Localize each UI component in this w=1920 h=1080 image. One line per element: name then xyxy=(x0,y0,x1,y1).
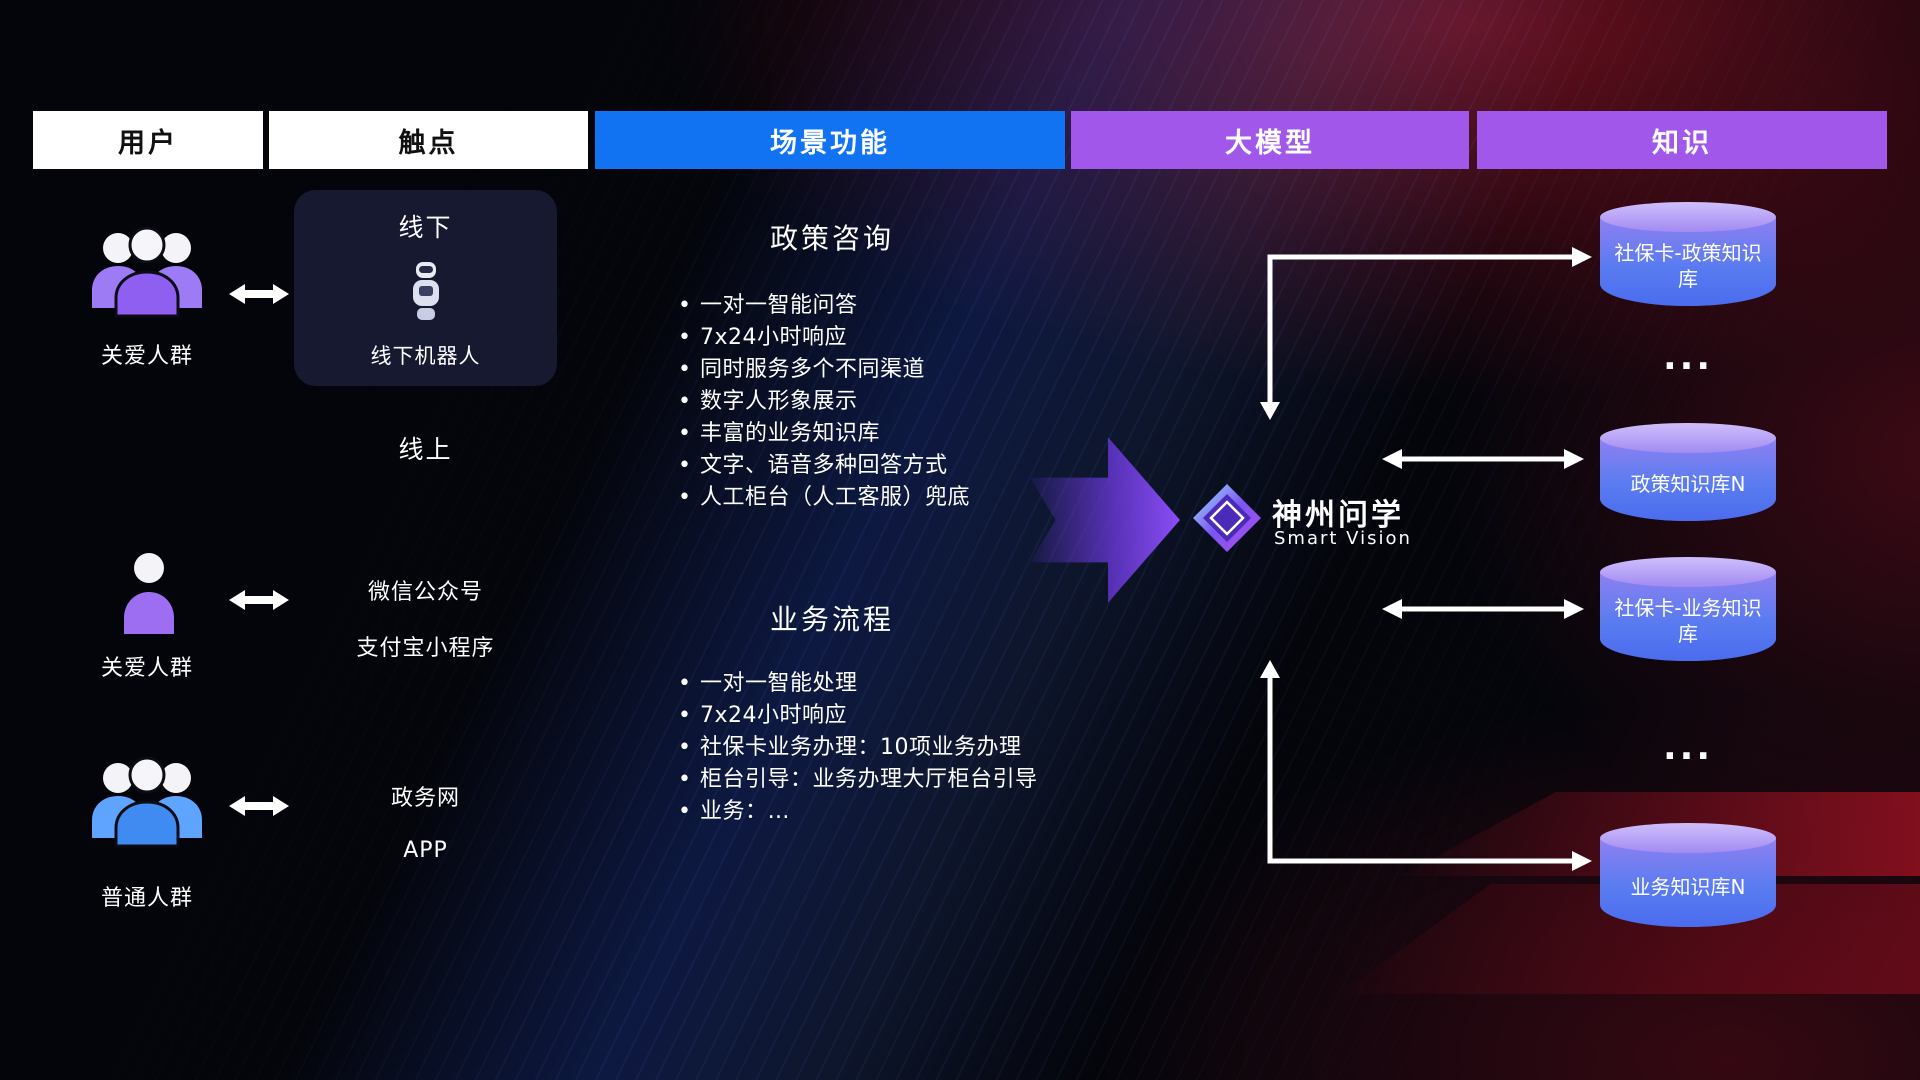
policy-section-title: 政策咨询 xyxy=(770,222,895,255)
policy-item: 人工柜台（人工客服）兜底 xyxy=(676,482,1156,514)
business-item: 一对一智能处理 xyxy=(676,668,1156,700)
channel-wechat: 微信公众号 xyxy=(367,580,483,605)
brand-name: 神州问学 xyxy=(1272,498,1404,533)
db-policy-n: 政策知识库N xyxy=(1600,423,1776,521)
offline-title: 线下 xyxy=(398,213,453,242)
db-business-n: 业务知识库N xyxy=(1600,823,1776,927)
ellipsis-dots: ... xyxy=(1662,337,1714,378)
robot-icon xyxy=(412,262,439,320)
bidirectional-arrow-icon xyxy=(229,796,289,816)
column-header-scene-functions: 场景功能 xyxy=(595,111,1065,169)
bidirectional-arrow-icon xyxy=(229,590,289,610)
policy-item: 丰富的业务知识库 xyxy=(676,418,1156,450)
bidirectional-arrow-icon xyxy=(229,284,289,304)
diamond-logo-icon xyxy=(1193,484,1261,552)
db-cylinder-top xyxy=(1600,557,1776,587)
header-label: 知识 xyxy=(1652,127,1712,159)
business-section-title: 业务流程 xyxy=(770,603,895,636)
policy-item-list: 一对一智能问答 7x24小时响应 同时服务多个不同渠道 数字人形象展示 丰富的业… xyxy=(676,290,1156,514)
business-item: 柜台引导：业务办理大厅柜台引导 xyxy=(676,764,1156,796)
business-item: 社保卡业务办理：10项业务办理 xyxy=(676,732,1156,764)
policy-item: 数字人形象展示 xyxy=(676,386,1156,418)
column-header-large-model: 大模型 xyxy=(1071,111,1469,169)
channel-alipay: 支付宝小程序 xyxy=(356,636,495,661)
policy-item: 一对一智能问答 xyxy=(676,290,1156,322)
column-header-touchpoints: 触点 xyxy=(269,111,588,169)
offline-touchpoint-card: 线下 线下机器人 xyxy=(294,190,557,386)
user-label-care-group-1: 关爱人群 xyxy=(100,344,193,369)
group-people-purple-icon xyxy=(92,226,202,318)
user-label-care-group-2: 关爱人群 xyxy=(100,656,193,681)
business-item-list: 一对一智能处理 7x24小时响应 社保卡业务办理：10项业务办理 柜台引导：业务… xyxy=(676,668,1156,828)
brand-subtitle: Smart Vision xyxy=(1274,528,1412,549)
policy-item: 文字、语音多种回答方式 xyxy=(676,450,1156,482)
column-header-knowledge: 知识 xyxy=(1477,111,1887,169)
db-social-business: 社保卡-业务知识库 xyxy=(1600,557,1776,661)
header-label: 大模型 xyxy=(1225,127,1315,159)
channel-app: APP xyxy=(403,838,448,863)
user-label-general-group: 普通人群 xyxy=(100,886,193,911)
business-item: 业务：… xyxy=(676,796,1156,828)
db-social-policy: 社保卡-政策知识库 xyxy=(1600,202,1776,306)
header-label: 触点 xyxy=(398,127,459,159)
db-cylinder-top xyxy=(1600,423,1776,453)
channel-govweb: 政务网 xyxy=(390,786,460,811)
single-person-purple-icon xyxy=(124,553,174,634)
header-label: 用户 xyxy=(118,127,178,159)
ellipsis-dots: ... xyxy=(1662,727,1714,768)
online-title: 线上 xyxy=(398,435,453,464)
db-cylinder-top xyxy=(1600,823,1776,853)
column-header-users: 用户 xyxy=(33,111,263,169)
header-label: 场景功能 xyxy=(770,127,890,159)
policy-item: 7x24小时响应 xyxy=(676,322,1156,354)
offline-robot-label: 线下机器人 xyxy=(370,344,481,368)
group-people-blue-icon xyxy=(92,756,202,848)
db-cylinder-top xyxy=(1600,202,1776,232)
business-item: 7x24小时响应 xyxy=(676,700,1156,732)
policy-item: 同时服务多个不同渠道 xyxy=(676,354,1156,386)
